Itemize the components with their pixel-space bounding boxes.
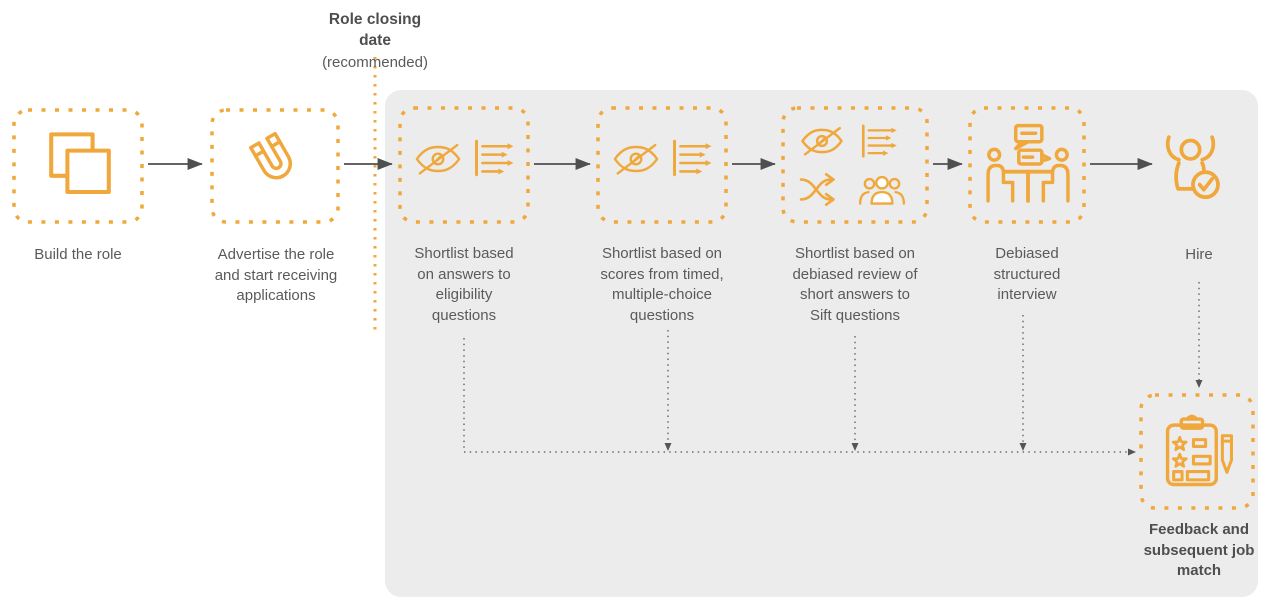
build-role-icon (49, 132, 111, 195)
shortlist-arrows-icon (673, 139, 712, 177)
step-label-shortlist-mcq: Shortlist based on scores from timed, mu… (600, 245, 724, 325)
interview-icon (986, 123, 1070, 203)
anonymous-eye-icon (415, 143, 461, 175)
anonymous-eye-icon (801, 126, 843, 156)
step-label-feedback: Feedback and subsequent job match (1143, 521, 1255, 580)
role-closing-date-label: Role closing date (recommended) (303, 10, 447, 71)
anonymous-eye-icon (613, 143, 659, 175)
role-closing-date-note: (recommended) (322, 53, 428, 71)
hire-success-icon (1165, 135, 1220, 200)
step-label-interview: Debiased structured interview (993, 245, 1061, 304)
step-label-build-role: Build the role (34, 246, 122, 263)
step-label-shortlist-eligibility: Shortlist based on answers to eligibilit… (414, 245, 514, 325)
people-group-icon (858, 175, 906, 205)
shuffle-icon (799, 173, 835, 206)
feedback-clipboard-icon (1165, 414, 1233, 487)
sift-review-icon-group (799, 119, 915, 211)
step-label-advertise: Advertise the role and start receiving a… (214, 246, 338, 305)
magnet-icon (249, 131, 292, 180)
shortlist-arrows-icon (475, 139, 514, 177)
step-label-shortlist-sift: Shortlist based on debiased review of sh… (792, 245, 918, 325)
step-label-hire: Hire (1185, 246, 1213, 263)
role-closing-date-title: Role closing date (328, 11, 422, 49)
shortlist-arrows-icon (861, 124, 897, 158)
